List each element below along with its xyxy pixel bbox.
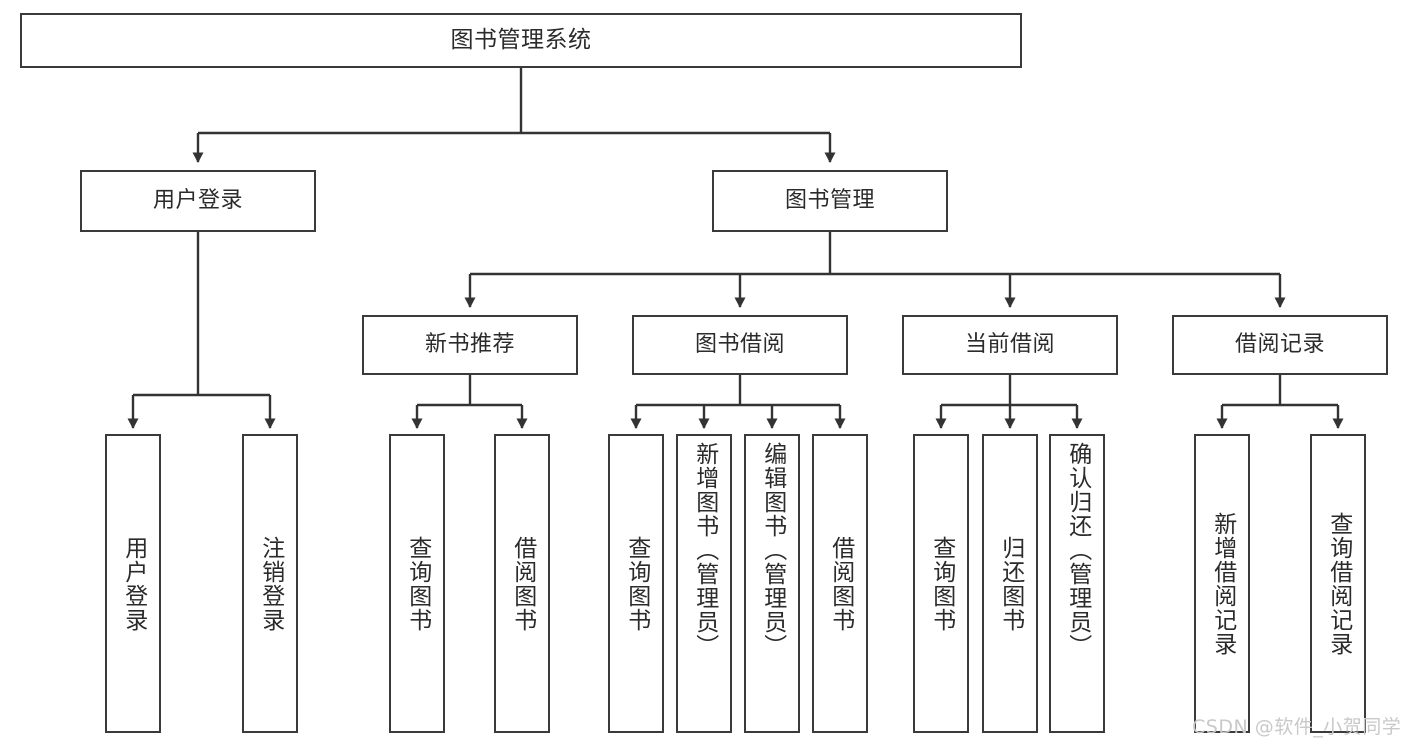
leaf-current-query-book[interactable]: 查询图书 [913,434,969,733]
node-label: 用户登录 [152,188,243,214]
node-new-book-recommend[interactable]: 新书推荐 [362,315,578,375]
node-current-borrow[interactable]: 当前借阅 [902,315,1118,375]
node-book-manage[interactable]: 图书管理 [712,170,948,232]
leaf-current-return-book[interactable]: 归还图书 [982,434,1038,733]
node-label: 新书推荐 [424,332,515,358]
leaf-record-add[interactable]: 新增借阅记录 [1194,434,1250,733]
node-user-login[interactable]: 用户登录 [80,170,316,232]
leaf-borrow-edit-book-admin[interactable]: 编辑图书（管理员） [744,434,800,733]
node-label: 用户登录 [120,535,147,632]
node-label: 图书管理 [784,188,875,214]
node-label: 图书管理系统 [450,26,592,53]
node-label: 查询图书 [928,535,955,632]
leaf-borrow-borrow-book[interactable]: 借阅图书 [812,434,868,733]
node-label: 借阅图书 [509,535,536,632]
leaf-recommend-borrow-book[interactable]: 借阅图书 [494,434,550,733]
node-label: 借阅图书 [827,535,854,632]
node-label: 新增图书（管理员） [691,442,718,658]
leaf-record-query[interactable]: 查询借阅记录 [1310,434,1366,733]
node-label: 新增借阅记录 [1209,511,1236,656]
node-label: 查询借阅记录 [1325,511,1352,656]
node-borrow-record[interactable]: 借阅记录 [1172,315,1388,375]
leaf-recommend-query-book[interactable]: 查询图书 [389,434,445,733]
node-label: 查询图书 [404,535,431,632]
csdn-watermark: CSDN @软件_小贺同学 [1192,716,1402,738]
node-label: 归还图书 [997,535,1024,632]
node-label: 图书借阅 [694,332,785,358]
leaf-current-confirm-return-admin[interactable]: 确认归还（管理员） [1049,434,1105,733]
node-root-system[interactable]: 图书管理系统 [20,13,1022,68]
leaf-borrow-query-book[interactable]: 查询图书 [608,434,664,733]
leaf-user-logout[interactable]: 注销登录 [242,434,298,733]
node-label: 查询图书 [623,535,650,632]
leaf-user-login[interactable]: 用户登录 [105,434,161,733]
node-label: 注销登录 [257,535,284,632]
node-label: 借阅记录 [1234,332,1325,358]
node-label: 编辑图书（管理员） [759,442,786,658]
node-label: 当前借阅 [964,332,1055,358]
leaf-borrow-add-book-admin[interactable]: 新增图书（管理员） [676,434,732,733]
node-label: 确认归还（管理员） [1064,442,1091,658]
node-book-borrow[interactable]: 图书借阅 [632,315,848,375]
